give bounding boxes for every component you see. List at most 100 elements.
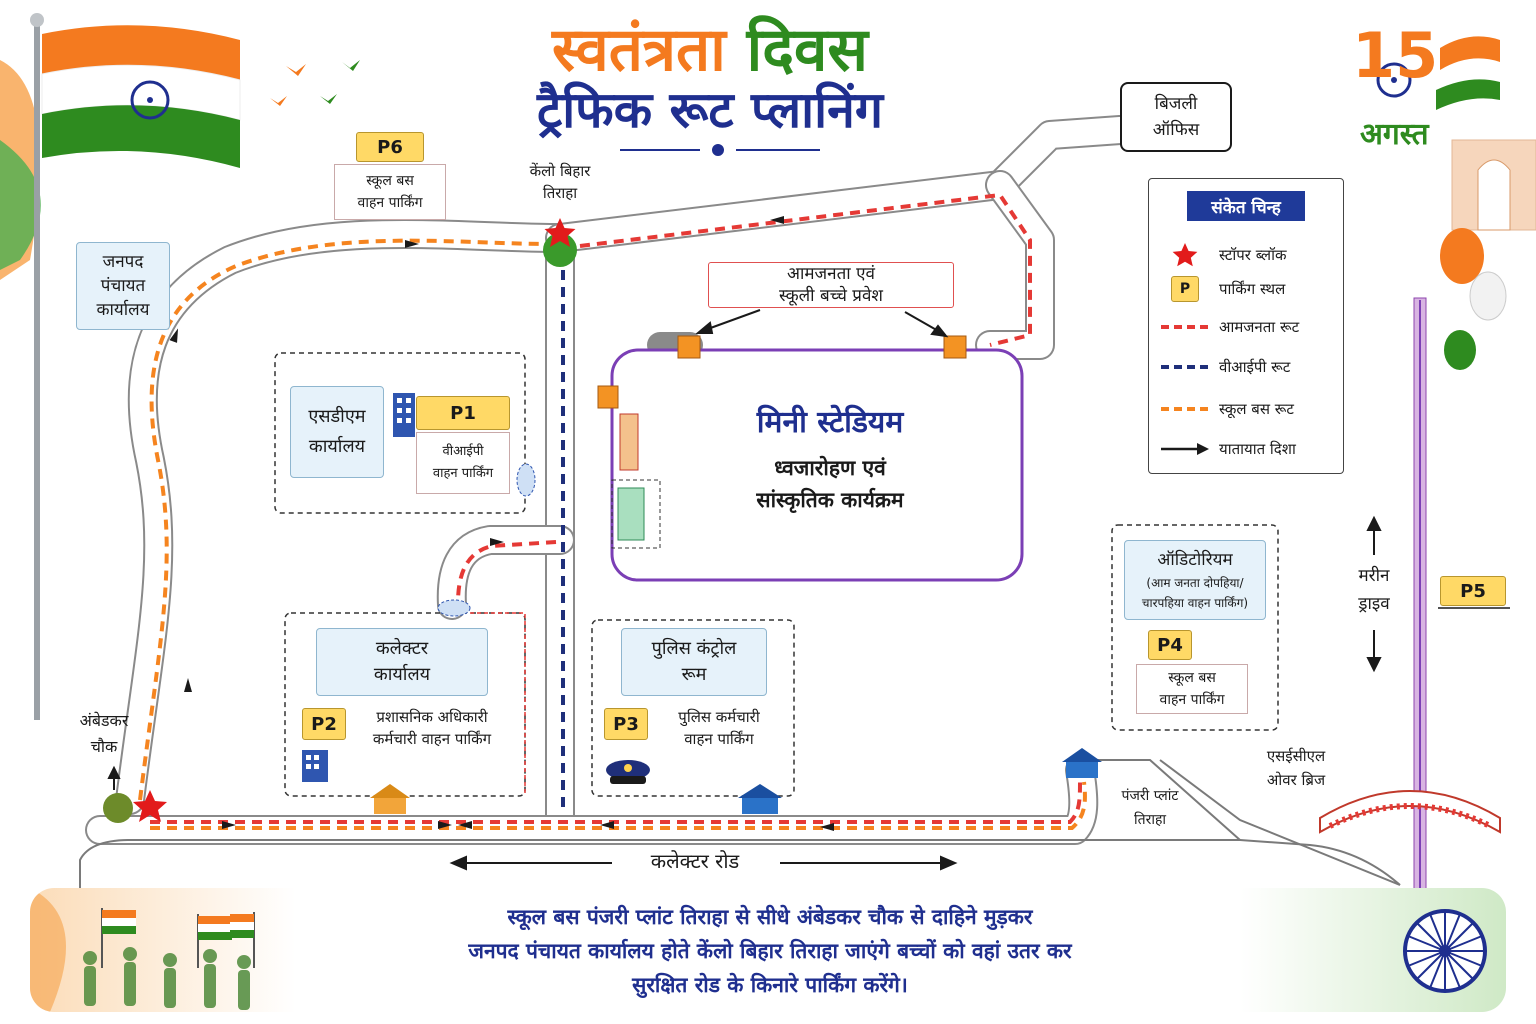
marine-arrows — [1366, 515, 1382, 673]
indian-flag-icon — [41, 25, 241, 168]
legend-label-school-route: स्कूल बस रूट — [1219, 400, 1294, 418]
building-icon — [393, 393, 415, 437]
auditorium-title: ऑडिटोरियम — [1157, 550, 1233, 570]
flag-pole-top — [30, 13, 44, 27]
panjri-plant-label: पंजरी प्लांट तिराहा — [1090, 784, 1210, 832]
stadium-pavilion-fill — [617, 487, 645, 541]
collector-line-1: कलेक्टर — [375, 638, 429, 659]
navy-dash-icon — [1161, 365, 1209, 369]
footer-banner: स्कूल बस पंजरी प्लांट तिराहा से सीधे अंब… — [30, 888, 1506, 1012]
police-compound — [591, 619, 795, 797]
p4-line-1: स्कूल बस — [1168, 670, 1216, 686]
bijli-line-2: ऑफिस — [1152, 120, 1200, 140]
p1-description: वीआईपी वाहन पार्किंग — [416, 432, 510, 494]
p6-description: स्कूल बस वाहन पार्किंग — [334, 164, 446, 220]
office-building-icon — [302, 750, 328, 782]
footer-text: स्कूल बस पंजरी प्लांट तिराहा से सीधे अंब… — [260, 900, 1280, 1002]
kenlo-line-1: केंलो बिहार — [529, 162, 591, 180]
collector-line-2: कार्यालय — [373, 664, 431, 685]
panjri-line-2: तिराहा — [1133, 812, 1167, 828]
parking-tag-p2: P2 — [302, 708, 346, 740]
parking-tag-p6: P6 — [356, 132, 424, 162]
bijli-office-box: बिजली ऑफिस — [1120, 82, 1232, 152]
stopper-block-icon-ambedkar — [103, 790, 167, 823]
footer-line-1: स्कूल बस पंजरी प्लांट तिराहा से सीधे अंब… — [507, 905, 1033, 929]
p4-line-2: वाहन पार्किंग — [1159, 692, 1225, 708]
police-cap-icon — [606, 760, 650, 784]
legend-title: संकेत चिन्ह — [1187, 191, 1305, 221]
gate-hut-icon-blue — [738, 784, 782, 814]
ambedkar-arrow — [107, 765, 121, 790]
stadium-line-2: सांस्कृतिक कार्यक्रम — [756, 488, 904, 512]
p3-line-1: पुलिस कर्मचारी — [678, 708, 760, 726]
ambedkar-chowk-label: अंबेडकर चौक — [56, 708, 152, 760]
star-icon — [1172, 243, 1198, 267]
kenlo-bihar-label: केंलो बिहार तिराहा — [490, 160, 630, 204]
sdm-office-box: एसडीएम कार्यालय — [290, 386, 384, 478]
legend-item-stopper: स्टॉपर ब्लॉक — [1159, 241, 1339, 269]
orange-dash-icon — [1161, 407, 1209, 411]
legend-box: संकेत चिन्ह स्टॉपर ब्लॉक P पार्किंग स्थल… — [1148, 178, 1344, 474]
janpad-line-2: पंचायत — [100, 276, 146, 296]
stadium-stage — [619, 413, 639, 471]
secl-overbridge-label: एसईसीएल ओवर ब्रिज — [1236, 744, 1356, 792]
p2-line-1: प्रशासनिक अधिकारी — [376, 708, 488, 726]
legend-label-direction: यातायात दिशा — [1219, 440, 1296, 458]
auditorium-line-1: (आम जनता दोपहिया/ — [1146, 576, 1244, 590]
p2-description: प्रशासनिक अधिकारी कर्मचारी वाहन पार्किंग — [352, 706, 512, 750]
collector-office-box: कलेक्टर कार्यालय — [316, 628, 488, 696]
stadium-gate-2 — [943, 335, 967, 359]
stadium-pavilion — [611, 479, 661, 549]
parking-tag-p5: P5 — [1440, 576, 1506, 606]
p6-line-1: स्कूल बस — [366, 173, 414, 189]
auditorium-box: ऑडिटोरियम (आम जनता दोपहिया/ चारपहिया वाह… — [1124, 540, 1266, 620]
entry-line-1: आमजनता एवं — [787, 264, 875, 284]
legend-label-stopper: स्टॉपर ब्लॉक — [1219, 246, 1287, 264]
page-title: स्वतंत्रता दिवस — [0, 18, 1420, 82]
stadium-gate-1 — [677, 335, 701, 359]
p6-line-2: वाहन पार्किंग — [357, 195, 423, 211]
collector-road-edge — [1080, 759, 1241, 841]
janpad-line-1: जनपद — [102, 252, 144, 272]
traffic-direction-arrows — [169, 216, 834, 831]
p4-description: स्कूल बस वाहन पार्किंग — [1136, 664, 1248, 714]
arrow-right-icon — [1161, 443, 1209, 455]
secl-road-edge — [1159, 759, 1401, 886]
red-dash-icon — [1161, 325, 1209, 329]
collector-road-label: कलेक्टर रोड — [650, 849, 740, 873]
p1-line-1: वीआईपी — [442, 444, 484, 459]
india-gate-icon — [1451, 139, 1536, 231]
police-line-1: पुलिस कंट्रोल — [651, 638, 737, 659]
badge-chakra-icon — [1376, 62, 1412, 98]
title-word-1: स्वतंत्रता — [552, 15, 726, 85]
footer-line-2: जनपद पंचायत कार्यालय होते केंलो बिहार ति… — [468, 939, 1072, 963]
sdm-compound — [274, 352, 526, 514]
flag-pole — [34, 20, 40, 720]
kenlo-line-2: तिराहा — [542, 184, 578, 202]
marine-line-1: मरीन — [1358, 566, 1390, 586]
stadium-line-1: ध्वजारोहण एवं — [774, 456, 886, 480]
mini-stadium — [610, 348, 1024, 582]
stopper-block-icon — [543, 218, 577, 267]
stadium-subtitle: ध्वजारोहण एवं सांस्कृतिक कार्यक्रम — [680, 452, 980, 516]
parking-tag-p3: P3 — [604, 708, 648, 740]
sdm-line-2: कार्यालय — [308, 436, 366, 457]
police-line-2: रूम — [681, 664, 707, 685]
janpad-panchayat-box: जनपद पंचायत कार्यालय — [76, 242, 170, 330]
corner-decoration-green — [0, 140, 41, 270]
auditorium-line-2: चारपहिया वाहन पार्किंग) — [1141, 596, 1249, 610]
birds-icon — [270, 60, 360, 106]
legend-label-parking: पार्किंग स्थल — [1219, 280, 1286, 298]
public-route — [150, 192, 1082, 824]
collector-road-arrows — [449, 855, 958, 871]
auditorium-compound — [1111, 524, 1279, 731]
police-control-room-box: पुलिस कंट्रोल रूम — [621, 628, 767, 696]
marine-line-2: ड्राइव — [1358, 594, 1390, 614]
title-ornament — [620, 144, 820, 156]
marine-drive-label: मरीन ड्राइव — [1334, 562, 1414, 618]
parking-tag-p1: P1 — [416, 396, 510, 430]
ashoka-chakra-icon — [1403, 909, 1487, 993]
secl-line-1: एसईसीएल — [1266, 747, 1326, 765]
stadium-title: मिनी स्टेडियम — [756, 405, 904, 440]
